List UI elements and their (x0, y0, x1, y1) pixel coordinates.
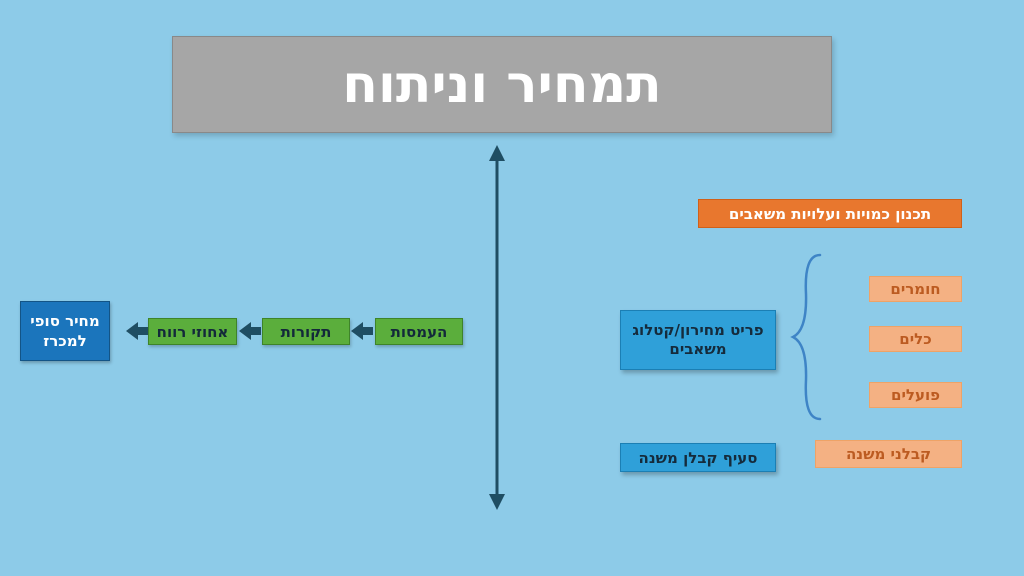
chain-step-profit-percent: אחוזי רווח (148, 318, 237, 345)
left-arrow-icon (239, 322, 261, 340)
catalog-item-box: פריט מחירון/קטלוג משאבים (620, 310, 776, 370)
resource-item-tools: כלים (869, 326, 962, 352)
chain-step-overheads: תקורות (262, 318, 350, 345)
subcontractors-box: קבלני משנה (815, 440, 962, 468)
left-arrow-icon (126, 322, 148, 340)
left-arrow-icon (351, 322, 373, 340)
resource-item-workers: פועלים (869, 382, 962, 408)
final-tender-price-box: מחיר סופי למכרז (20, 301, 110, 361)
slide-title: תמחיר וניתוח (342, 54, 662, 115)
resource-item-materials: חומרים (869, 276, 962, 302)
chain-step-loadings: העמסות (375, 318, 463, 345)
resources-plan-header: תכנון כמויות ועלויות משאבים (698, 199, 962, 228)
title-box: תמחיר וניתוח (172, 36, 832, 133)
vertical-double-arrow (489, 145, 505, 510)
subcontractor-section-box: סעיף קבלן משנה (620, 443, 776, 472)
curly-brace (790, 253, 822, 421)
